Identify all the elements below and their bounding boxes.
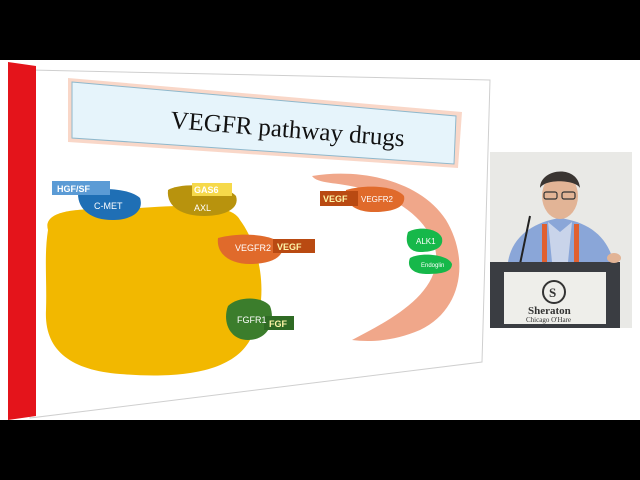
vegfr2-tumor-label: VEGFR2 — [235, 243, 271, 253]
vegf-vessel-label: VEGF — [323, 194, 348, 204]
slide-red-edge — [8, 62, 36, 420]
vegfr2-vessel-label: VEGFR2 — [361, 195, 394, 204]
axl-label: AXL — [194, 203, 211, 213]
microphone — [519, 215, 531, 265]
vegfr2-tumor-receptor — [217, 234, 283, 264]
vessel-wall — [312, 173, 460, 341]
vegf-tumor-label: VEGF — [277, 242, 302, 252]
tumor-cell — [45, 205, 262, 376]
podium-logo-text: Sheraton — [528, 305, 571, 317]
slide-title-box: VEGFR pathway drugs — [68, 78, 462, 168]
sheraton-logo-mark — [542, 280, 566, 304]
c-met-receptor — [78, 189, 141, 220]
letterbox-top — [0, 0, 640, 60]
fgf-ligand — [264, 316, 294, 330]
axl-group: GAS6 AXL — [167, 183, 237, 216]
endoglin-receptor — [408, 254, 452, 274]
fgf-label: FGF — [269, 319, 287, 329]
c-met-label: C-MET — [94, 201, 123, 211]
vegfr2-tumor-group: VEGFR2 VEGF — [217, 234, 315, 264]
c-met-group: HGF/SF C-MET — [52, 181, 141, 220]
speaker-head — [542, 173, 578, 219]
gas6-ligand — [192, 183, 232, 196]
video-frame: VEGFR pathway drugs HGF/SF C-MET GAS6 AX… — [0, 60, 640, 420]
speaker-inset: S Sheraton Chicago O'Hare — [490, 152, 632, 328]
vegfr2-vessel-receptor — [345, 186, 405, 212]
fgfr1-group: FGFR1 FGF — [226, 298, 294, 340]
hgf-label: HGF/SF — [57, 184, 91, 194]
endoglin-label: Endoglin — [421, 263, 444, 269]
speaker-hair — [540, 171, 580, 188]
hgf-ligand — [52, 181, 110, 195]
alk1-label: ALK1 — [416, 237, 436, 246]
podium-sub-text: Chicago O'Hare — [526, 316, 571, 324]
alk1-receptor — [406, 228, 443, 252]
endothelial-receptors: ALK1 Endoglin — [406, 228, 452, 274]
vegf-tumor-ligand — [273, 239, 315, 253]
fgfr1-receptor — [226, 298, 272, 340]
vegfr2-vessel-group: VEGF VEGFR2 — [320, 186, 405, 212]
letterbox-bottom — [0, 420, 640, 480]
slide-canvas: VEGFR pathway drugs HGF/SF C-MET GAS6 AX… — [8, 62, 491, 420]
speaker-scene: S Sheraton Chicago O'Hare — [490, 152, 632, 328]
svg-text:S: S — [549, 285, 556, 300]
gas6-label: GAS6 — [194, 185, 219, 195]
vegf-vessel-ligand — [320, 191, 358, 206]
fgfr1-label: FGFR1 — [237, 315, 267, 325]
